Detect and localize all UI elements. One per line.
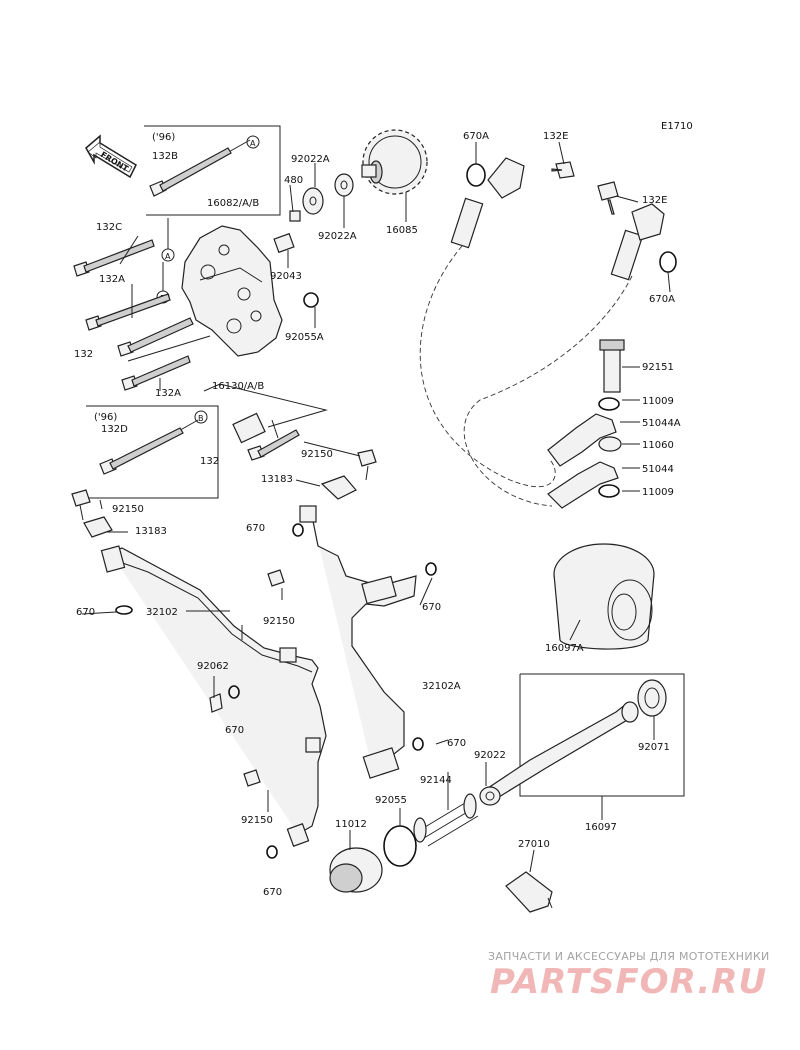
label-132B: 132B (152, 151, 178, 162)
diagram-id: E1710 (661, 121, 693, 132)
label-670-3: 670 (422, 602, 441, 613)
oil-filter-icon (553, 543, 655, 650)
oil-cooler-hoses (419, 157, 677, 507)
label-92022A-2: 92022A (318, 231, 357, 242)
oil-pipe-32102 (100, 545, 327, 859)
circle-a-label-1: A (250, 139, 256, 148)
label-92055A: 92055A (285, 332, 324, 343)
label-92055: 92055 (375, 795, 407, 806)
label-13183-1: 13183 (261, 474, 293, 485)
leader-lines (81, 141, 671, 873)
watermark-caption: ЗАПЧАСТИ И АКСЕССУАРЫ ДЛЯ МОТОТЕХНИКИ (488, 950, 770, 963)
label-16130: 16130/A/B (212, 381, 264, 392)
variant-box-b: ('96) B (86, 405, 219, 499)
label-132-2: 132 (200, 456, 219, 467)
label-92150-4: 92150 (241, 815, 273, 826)
label-92150-1: 92150 (301, 449, 333, 460)
label-51044: 51044 (642, 464, 674, 475)
circle-a-label-2: A (165, 252, 171, 261)
label-16097: 16097 (585, 822, 617, 833)
circle-b-label-1: B (198, 414, 204, 423)
watermark-logo: PARTSFOR.RU (490, 962, 768, 1002)
label-480: 480 (284, 175, 303, 186)
label-92071: 92071 (638, 742, 670, 753)
label-132D: 132D (101, 424, 128, 435)
label-670-4: 670 (225, 725, 244, 736)
label-51044A: 51044A (642, 418, 681, 429)
label-92043: 92043 (270, 271, 302, 282)
label-92151: 92151 (642, 362, 674, 373)
label-92022: 92022 (474, 750, 506, 761)
oil-pump-gear-icon (361, 129, 428, 195)
pump-bolts (73, 239, 211, 391)
relief-valve-parts (329, 793, 553, 913)
label-132E-1: 132E (543, 131, 568, 142)
oil-pump: A B (156, 218, 283, 357)
label-16097A: 16097A (545, 643, 584, 654)
label-92062: 92062 (197, 661, 229, 672)
label-132A-1: 132A (99, 274, 125, 285)
label-670-5: 670 (447, 738, 466, 749)
variant-b-label: ('96) (94, 412, 117, 423)
label-13183-2: 13183 (135, 526, 167, 537)
bolts-92150 (71, 449, 377, 538)
label-32102A: 32102A (422, 681, 461, 692)
oil-strainer-box (479, 673, 685, 806)
label-11009-2: 11009 (642, 487, 674, 498)
label-670-2: 670 (76, 607, 95, 618)
label-92150-2: 92150 (112, 504, 144, 515)
label-670A-1: 670A (463, 131, 489, 142)
label-16085: 16085 (386, 225, 418, 236)
part-labels: 132B 132C 132A 132 132A 16082/A/B 480 92… (74, 131, 681, 898)
label-11060: 11060 (642, 440, 674, 451)
label-16082: 16082/A/B (207, 198, 259, 209)
variant-box-a: ('96) A (144, 125, 281, 216)
label-11012: 11012 (335, 819, 367, 830)
label-27010: 27010 (518, 839, 550, 850)
label-32102: 32102 (146, 607, 178, 618)
label-132E-2: 132E (642, 195, 667, 206)
front-arrow-icon: FRONT (85, 134, 137, 179)
label-132C: 132C (96, 222, 122, 233)
label-92144: 92144 (420, 775, 452, 786)
label-132A-2: 132A (155, 388, 181, 399)
label-132-1: 132 (74, 349, 93, 360)
washers-upper (273, 173, 354, 308)
oil-pipe-32102A (292, 505, 437, 779)
label-670A-2: 670A (649, 294, 675, 305)
label-92150-3: 92150 (263, 616, 295, 627)
label-670-6: 670 (263, 887, 282, 898)
variant-a-label: ('96) (152, 132, 175, 143)
label-11009-1: 11009 (642, 396, 674, 407)
label-670-1: 670 (246, 523, 265, 534)
banjo-fittings (547, 339, 625, 509)
pump-shaft (203, 383, 328, 461)
label-92022A-1: 92022A (291, 154, 330, 165)
